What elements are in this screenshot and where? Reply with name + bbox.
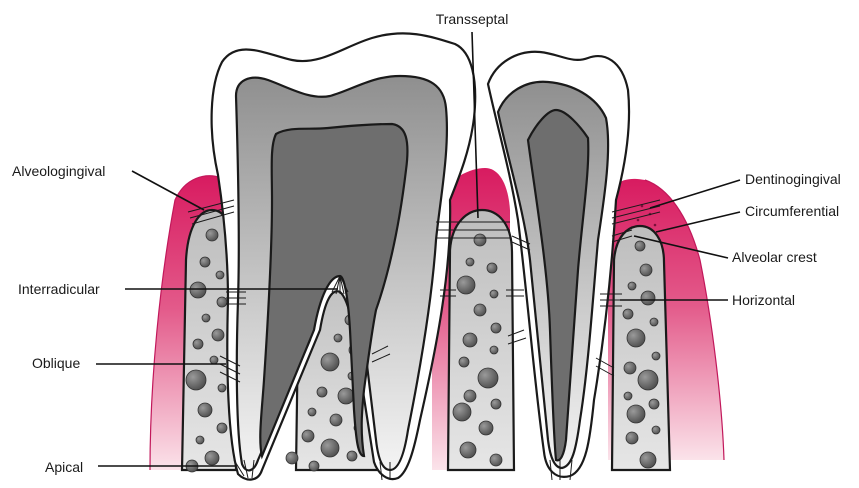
label-transseptal: Transseptal <box>436 11 509 27</box>
label-interradicular: Interradicular <box>18 281 100 297</box>
label-dentinogingival: Dentinogingival <box>745 171 841 187</box>
label-oblique: Oblique <box>32 355 80 371</box>
label-apical: Apical <box>45 459 83 475</box>
label-alveolar-crest: Alveolar crest <box>732 249 817 265</box>
label-alveologingival: Alveologingival <box>12 163 105 179</box>
label-horizontal: Horizontal <box>732 292 795 308</box>
label-circumferential: Circumferential <box>745 203 839 219</box>
